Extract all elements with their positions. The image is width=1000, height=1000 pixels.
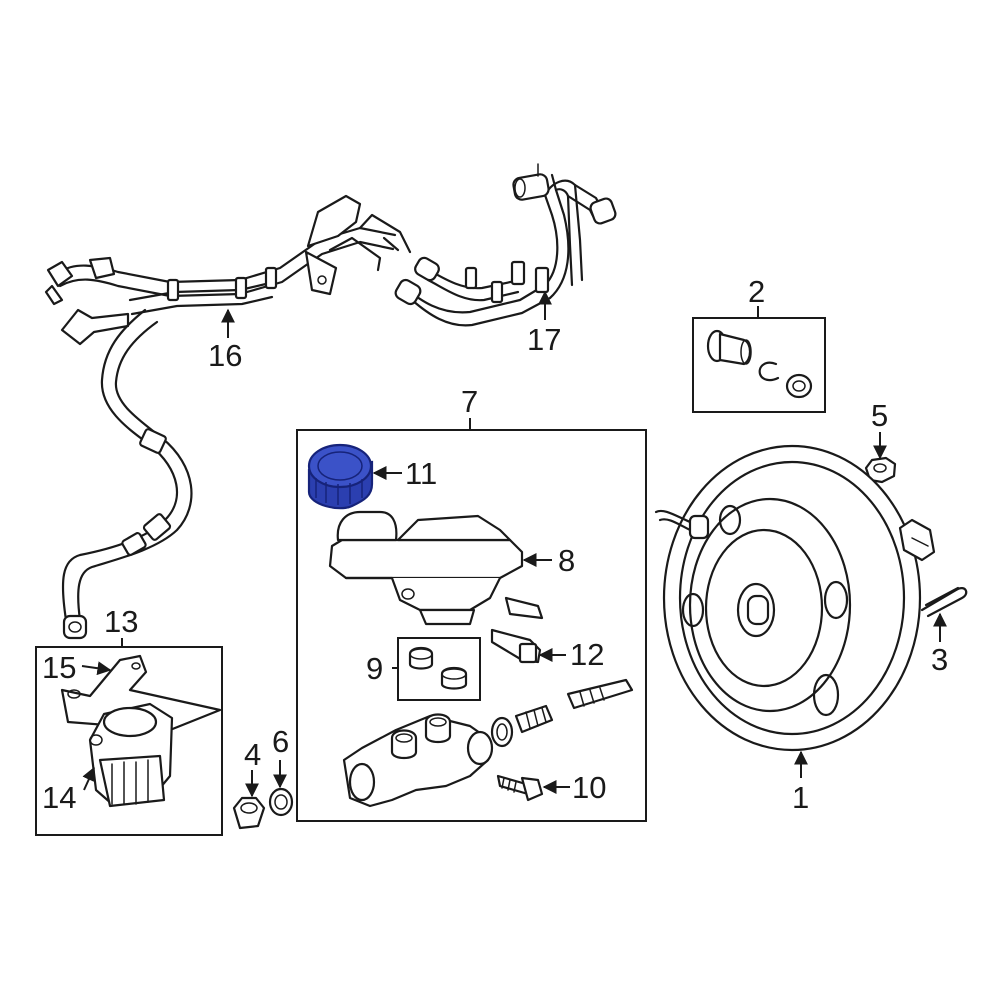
callout-7: 7 xyxy=(461,384,478,419)
callout-11: 11 xyxy=(405,456,437,491)
callout-2: 2 xyxy=(748,274,765,309)
master-cylinder-body[interactable] xyxy=(342,713,494,808)
callout-17: 17 xyxy=(527,322,561,357)
bolt-10[interactable] xyxy=(496,774,544,802)
o-ring[interactable] xyxy=(490,716,514,748)
callout-6: 6 xyxy=(272,724,289,759)
fluid-reservoir-8[interactable] xyxy=(328,510,544,626)
clevis-pin-kit-2[interactable] xyxy=(692,317,826,413)
callout-1: 1 xyxy=(792,780,809,815)
vacuum-hose-16[interactable] xyxy=(44,194,412,640)
callout-5: 5 xyxy=(871,398,888,433)
vacuum-pump-group-box xyxy=(35,646,223,836)
fluid-level-sensor-12[interactable] xyxy=(490,628,542,664)
callout-10: 10 xyxy=(572,770,606,805)
washer-6[interactable] xyxy=(268,787,294,817)
master-cylinder-group-box xyxy=(296,429,647,822)
callout-14: 14 xyxy=(42,780,76,815)
callout-12: 12 xyxy=(570,637,604,672)
callout-4: 4 xyxy=(244,737,261,772)
callout-8: 8 xyxy=(558,543,575,578)
push-rod-piston[interactable] xyxy=(566,678,634,710)
piston-spring[interactable] xyxy=(514,704,554,734)
vacuum-hose-17[interactable] xyxy=(393,163,617,327)
callout-3: 3 xyxy=(931,642,948,677)
brake-booster-1[interactable] xyxy=(654,444,936,752)
callout-16: 16 xyxy=(208,338,242,373)
nut-4[interactable] xyxy=(232,796,266,830)
callout-15: 15 xyxy=(42,650,76,685)
vacuum-pump-14[interactable] xyxy=(88,702,174,808)
grommet-kit-9[interactable] xyxy=(397,637,481,701)
leader-lines xyxy=(81,290,947,798)
cotter-pin-3[interactable] xyxy=(920,586,968,618)
callout-9: 9 xyxy=(366,651,383,686)
reservoir-cap-11[interactable] xyxy=(307,443,374,510)
callout-13: 13 xyxy=(104,604,138,639)
